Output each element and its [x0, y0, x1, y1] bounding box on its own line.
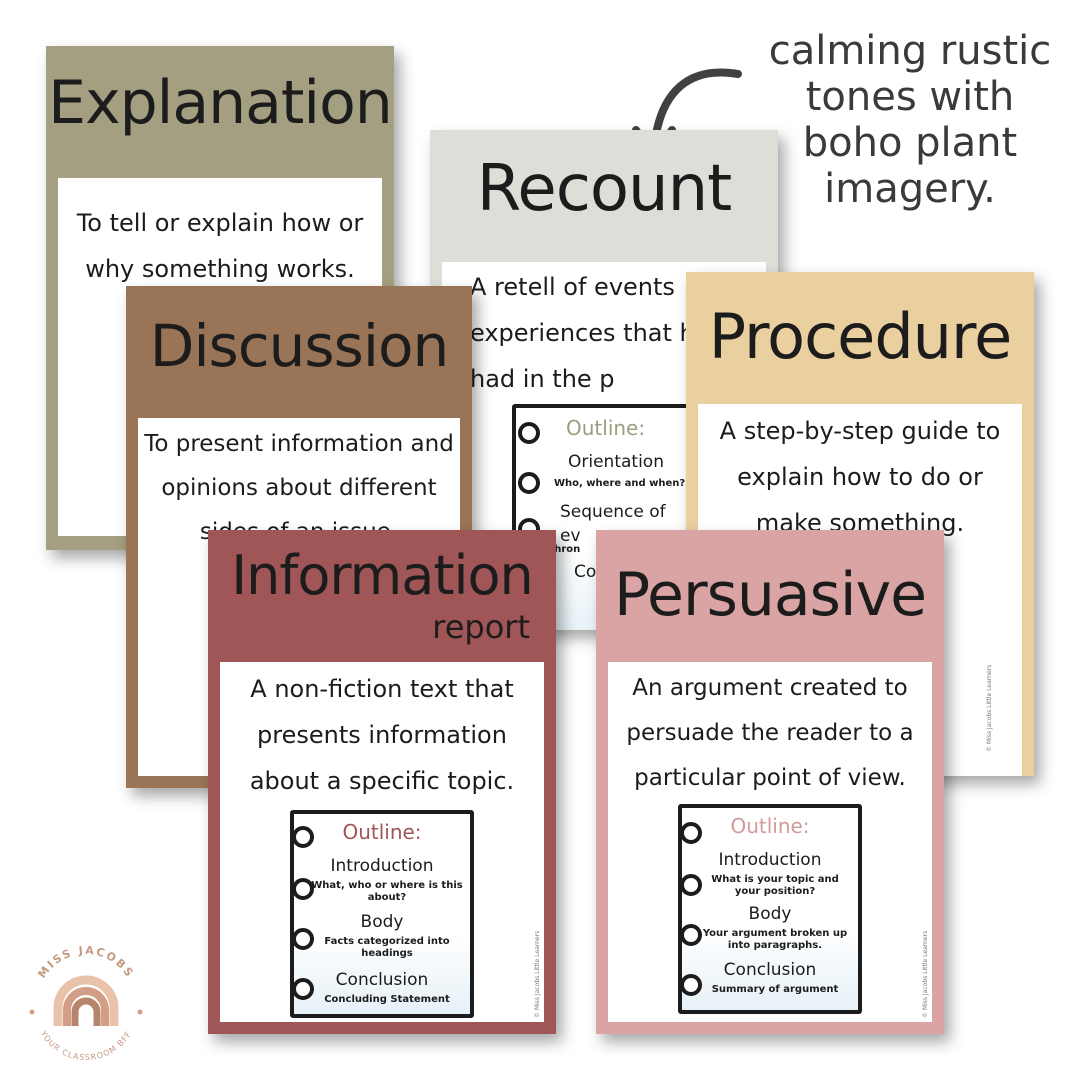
ring-icon [680, 924, 702, 946]
poster-title: Explanation [48, 68, 393, 138]
ring-icon [680, 822, 702, 844]
outline-item-2-sub: In chron [534, 544, 581, 555]
outline-item-2-sub: Facts categorized into headings [324, 936, 450, 959]
copyright-text: © Miss Jacobs Little Learners [986, 664, 993, 752]
poster-description: To tell or explain how or why something … [76, 209, 364, 283]
poster-title: Persuasive [613, 560, 927, 630]
ring-icon [680, 974, 702, 996]
poster-title: Discussion [149, 312, 449, 380]
rainbow-logo-icon: MISS JACOBS YOUR CLASSROOM BFF [29, 944, 143, 1063]
ring-icon [292, 826, 314, 848]
outline-item-1-sub: Who, where and when? [554, 478, 686, 489]
outline-item-3-sub: Concluding Statement [324, 994, 450, 1005]
ring-icon [518, 472, 540, 494]
outline-item-1: Introduction [330, 856, 434, 876]
outline-heading: Outline: [566, 416, 646, 440]
outline-heading: Outline: [730, 814, 810, 838]
poster-title: Procedure [708, 300, 1013, 373]
outline-item-1-sub: What is your topic and your position? [711, 874, 839, 897]
outline-box: Outline: Introduction What, who or where… [290, 810, 474, 1018]
outline-item-3: Conclusion [335, 970, 429, 990]
outline-item-2-sub: Your argument broken up into paragraphs. [702, 928, 848, 951]
logo-bottom-text: YOUR CLASSROOM BFF [38, 1029, 132, 1063]
outline-item-1: Orientation [568, 452, 664, 472]
outline-heading: Outline: [342, 820, 422, 844]
description-panel: An argument created to persuade the read… [608, 662, 932, 1022]
ring-icon [292, 878, 314, 900]
poster-description: A step-by-step guide to explain how to d… [719, 417, 1001, 537]
copyright-text: © Miss Jacobs Little Learners [922, 930, 929, 1018]
poster-information-report: Information report A non-fiction text th… [208, 530, 556, 1034]
svg-text:MISS JACOBS: MISS JACOBS [35, 944, 136, 981]
poster-title: Recount [476, 152, 733, 226]
poster-persuasive: Persuasive An argument created to persua… [596, 530, 944, 1034]
outline-item-1-sub: What, who or where is this about? [311, 880, 463, 903]
poster-description: A non-fiction text that presents informa… [249, 675, 515, 795]
ring-icon [292, 928, 314, 950]
ring-icon [518, 422, 540, 444]
outline-box: Outline: Introduction What is your topic… [678, 804, 862, 1014]
tagline-line-2: tones with [805, 74, 1015, 120]
poster-title: Information [231, 544, 534, 607]
outline-item-2: Body [748, 904, 792, 924]
outline-item-1: Introduction [718, 850, 822, 870]
tagline-line-3: boho plant [802, 120, 1018, 166]
ring-icon [292, 978, 314, 1000]
svg-text:YOUR CLASSROOM BFF: YOUR CLASSROOM BFF [38, 1029, 133, 1063]
poster-description: A retell of events experiences that have… [470, 273, 739, 393]
ring-icon [680, 874, 702, 896]
outline-item-2: Sequence of ev [560, 502, 666, 546]
outline-item-3-sub: Summary of argument [711, 984, 839, 995]
outline-item-2: Body [360, 912, 404, 932]
poster-description: An argument created to persuade the read… [626, 675, 914, 791]
tagline-line-1: calming rustic [768, 28, 1052, 74]
copyright-text: © Miss Jacobs Little Learners [534, 930, 541, 1018]
poster-subtitle: report [432, 608, 530, 646]
outline-item-3: Conclusion [723, 960, 817, 980]
tagline-line-4: imagery. [824, 166, 996, 212]
description-panel: A non-fiction text that presents informa… [220, 662, 544, 1022]
tagline: calming rustic tones with boho plant ima… [740, 28, 1080, 212]
logo-top-text: MISS JACOBS [35, 944, 134, 981]
